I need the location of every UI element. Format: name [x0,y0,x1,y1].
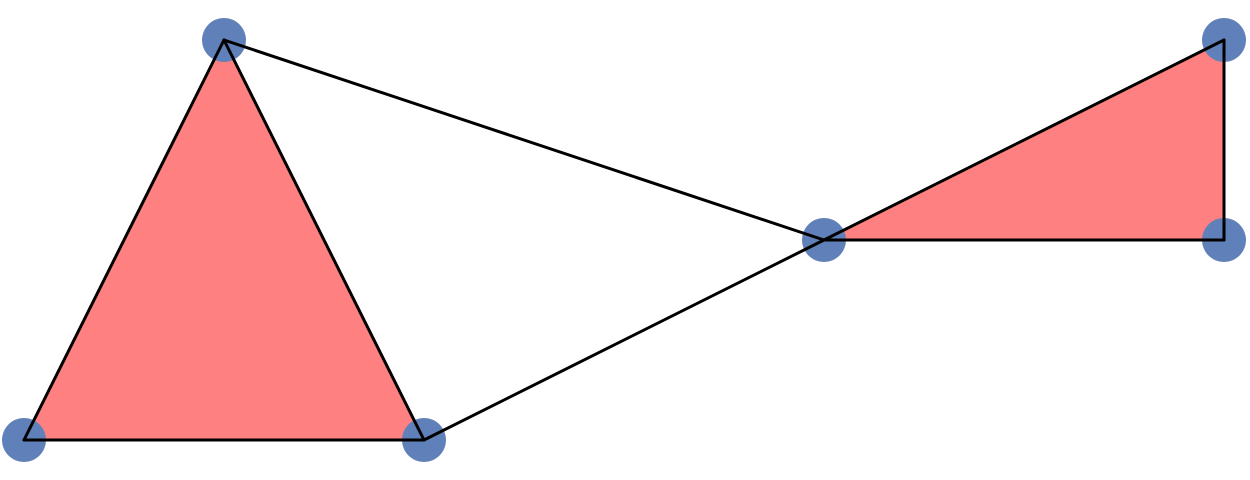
edge-n0-n3 [222,38,826,242]
filled-triangle-0 [24,40,424,440]
edges-layer [22,38,1226,442]
edge-n2-n0 [222,38,426,442]
edge-n3-n4 [822,38,1226,242]
edge-n2-n3 [422,238,826,442]
edge-n0-n1 [22,38,226,442]
nodes-layer [2,18,1246,462]
